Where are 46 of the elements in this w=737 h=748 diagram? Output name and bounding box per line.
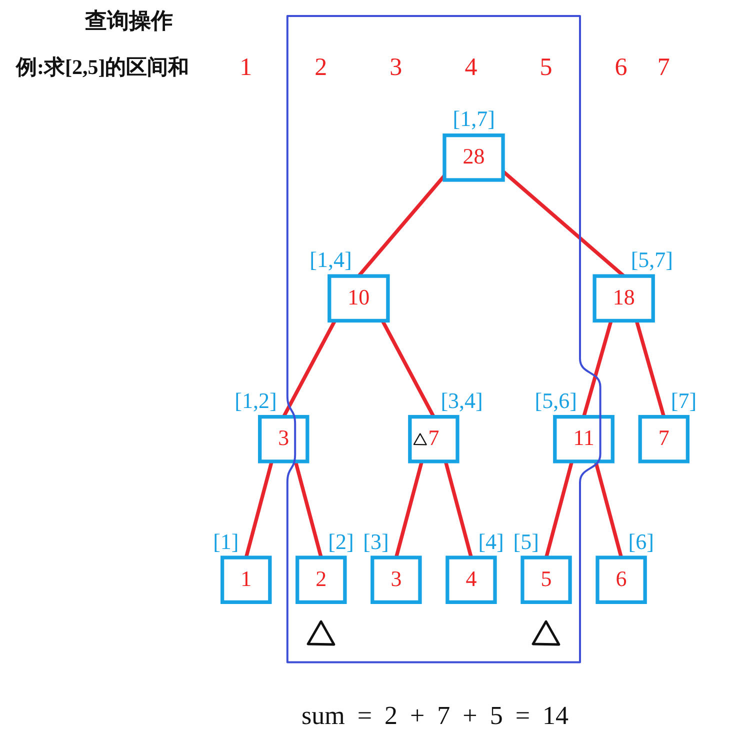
connector <box>594 460 624 558</box>
connector <box>582 320 613 418</box>
connector <box>294 460 323 558</box>
node-box: 6 <box>596 556 647 604</box>
node-box: 3 <box>258 414 310 464</box>
range-label: [4] <box>478 530 504 554</box>
node-box: 2 <box>296 556 347 604</box>
connector <box>244 460 274 558</box>
range-label: [3] <box>363 530 389 554</box>
node-box: 18 <box>592 274 655 323</box>
range-label: [5,7] <box>630 248 673 272</box>
connector <box>634 320 666 418</box>
connector <box>544 460 574 558</box>
range-label: [3,4] <box>440 388 483 413</box>
node-box: 10 <box>328 274 390 323</box>
range-label: [5] <box>513 530 539 554</box>
node-box: 3 <box>370 556 422 604</box>
connector <box>444 460 473 558</box>
example-text: 例:求[2,5]的区间和 <box>16 55 190 80</box>
array-number: 2 <box>314 53 328 83</box>
connector <box>394 460 424 558</box>
node-box: 11 <box>553 414 614 464</box>
range-label: [7] <box>670 388 697 413</box>
array-number: 1 <box>240 53 252 83</box>
range-label: [2] <box>328 530 354 554</box>
range-label: [1,4] <box>310 248 352 272</box>
node-box: 4 <box>446 556 497 604</box>
node-box: 28 <box>442 133 505 182</box>
array-number: 4 <box>464 53 478 83</box>
array-number: 3 <box>390 53 402 83</box>
range-label: [1,7] <box>452 107 495 132</box>
range-label: [1,2] <box>234 388 277 413</box>
array-number: 6 <box>614 53 628 83</box>
range-label: [5,6] <box>534 388 577 413</box>
array-number: 5 <box>540 53 552 83</box>
range-label: [1] <box>213 530 239 554</box>
node-box: 5 <box>520 556 572 604</box>
connector <box>282 320 336 418</box>
connector <box>380 320 436 418</box>
range-label: [6] <box>628 530 654 554</box>
title: 查询操作 <box>85 8 173 34</box>
node-box: 7 <box>408 414 460 464</box>
node-box: 1 <box>220 556 272 604</box>
array-number: 7 <box>657 53 670 83</box>
node-box: 7 <box>638 414 690 464</box>
sum-formula: sum = 2 + 7 + 5 = 14 <box>302 700 568 732</box>
